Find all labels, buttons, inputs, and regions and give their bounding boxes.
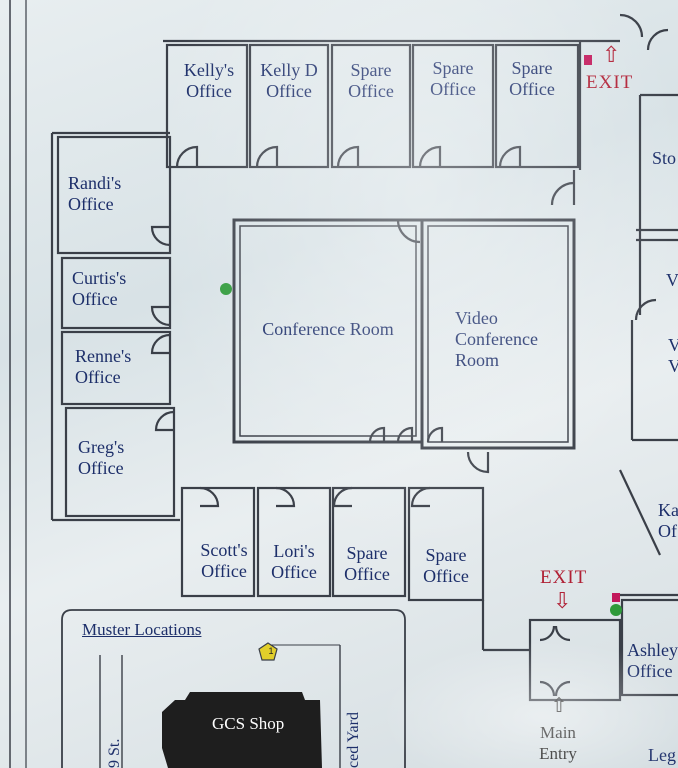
street-label: 9 St. [106, 738, 123, 768]
gcs-shop-building [162, 692, 322, 768]
legend-partial-label: Leg [648, 745, 676, 765]
room-partial-v1: V [666, 270, 678, 290]
room-conference-room: Conference Room [262, 319, 394, 339]
exit-arrow-down-icon: ⇩ [553, 588, 573, 613]
muster-locations-title: Muster Locations [82, 620, 202, 639]
you-are-here-marker [220, 283, 232, 295]
room-partial-sto: Sto [652, 148, 677, 168]
exit-bottom-label: EXIT [540, 567, 588, 588]
exit-arrow-up-icon: ⇧ [602, 42, 622, 67]
alarm-pull-top [584, 55, 592, 65]
muster-point-marker-icon [258, 642, 278, 661]
gcs-shop-label: GCS Shop [212, 714, 285, 733]
muster-point-number: 1 [268, 646, 274, 656]
fire-extinguisher-marker [610, 604, 622, 616]
main-entry-arrow-icon: ⇧ [550, 695, 568, 717]
alarm-pull-bottom [612, 593, 620, 602]
yard-label: ced Yard [345, 712, 362, 768]
exit-top-label: EXIT [586, 72, 634, 93]
